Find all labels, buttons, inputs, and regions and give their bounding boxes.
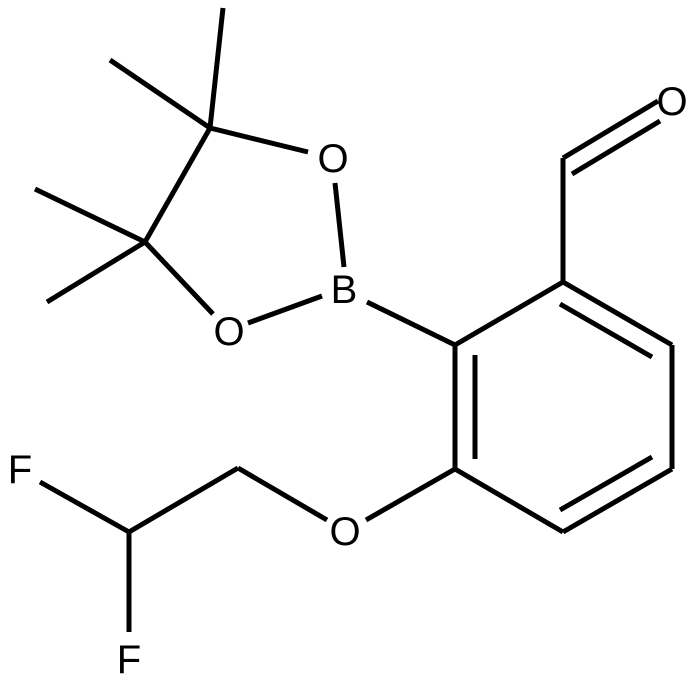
bond-methyl-3 xyxy=(33,186,147,245)
bond-methyl-1 xyxy=(207,7,226,129)
atom-label-fluorine-bottom: F xyxy=(117,638,141,682)
bond-ring-1-inner xyxy=(558,301,654,360)
bond-b-o-top xyxy=(332,182,347,268)
bond-ring-1 xyxy=(561,279,674,348)
bond-methyl-2 xyxy=(108,57,212,131)
bond-o-top-c xyxy=(209,125,309,155)
bond-cho-double-2 xyxy=(570,118,662,177)
atom-label-ring-o-top: O xyxy=(317,137,348,181)
bond-c-f-top xyxy=(38,479,131,535)
atom-label-aldehyde-o: O xyxy=(656,80,687,124)
bond-ring-3 xyxy=(561,466,674,535)
atom-label-fluorine-top: F xyxy=(8,448,32,492)
atom-label-boron: B xyxy=(331,268,358,312)
bond-o-bottom-b xyxy=(247,293,323,326)
bond-c-c xyxy=(142,126,213,244)
atom-label-ether-o: O xyxy=(329,510,360,554)
bond-ring-4 xyxy=(453,466,565,535)
bond-methyl-4 xyxy=(45,239,147,305)
atom-label-ring-o-bottom: O xyxy=(213,310,244,354)
bond-c-o-bottom xyxy=(143,240,215,316)
bond-ring-to-boron xyxy=(365,299,457,348)
bond-ring-6 xyxy=(453,279,565,348)
bond-ring-to-ether-o xyxy=(364,466,457,523)
bond-ether-o-ch2 xyxy=(236,465,329,523)
bond-ch2-chf2 xyxy=(127,465,240,535)
bond-ring-3-inner xyxy=(558,454,654,513)
bond-cho-double-1 xyxy=(561,98,660,161)
